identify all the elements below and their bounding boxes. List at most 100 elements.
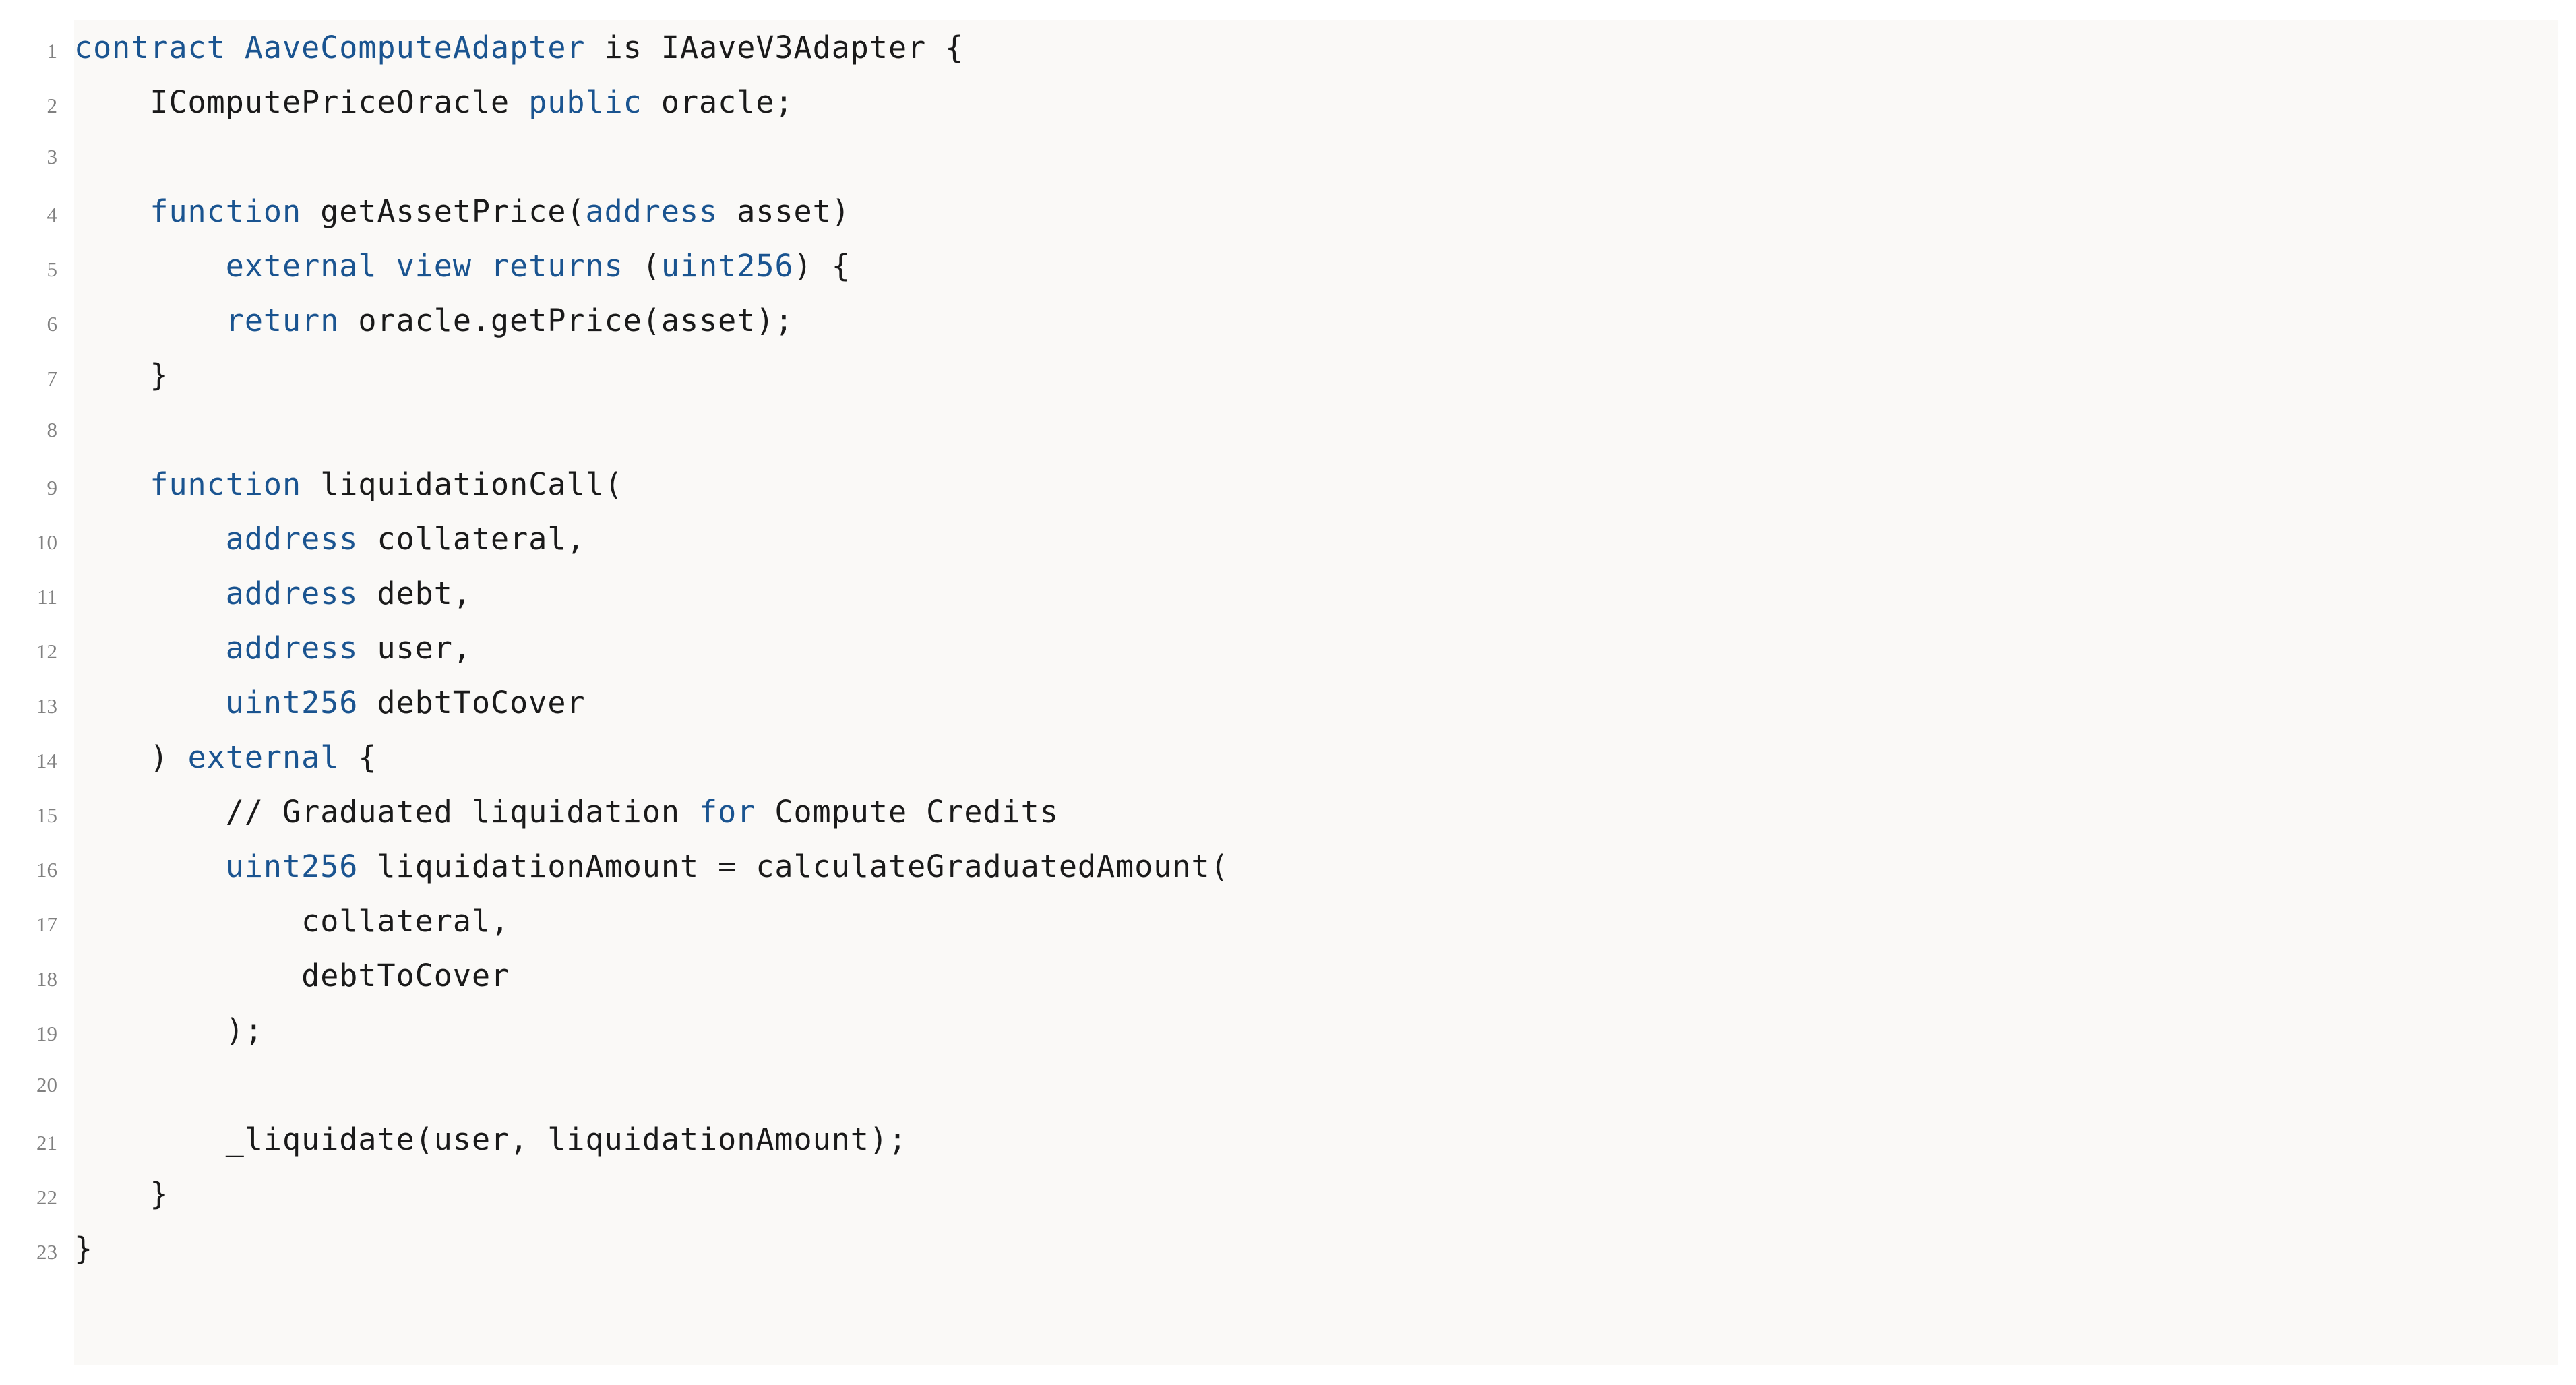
code-text: ); xyxy=(57,1003,2576,1057)
code-keyword: address xyxy=(585,193,718,229)
code-plain xyxy=(226,30,245,65)
code-plain: debt, xyxy=(358,576,472,611)
line-number: 20 xyxy=(36,1073,57,1097)
code-keyword: for xyxy=(699,794,756,830)
code-text: } xyxy=(57,1221,2576,1276)
code-line: 3 xyxy=(0,129,2576,184)
code-keyword: uint256 xyxy=(661,248,794,284)
code-line: 22 } xyxy=(0,1167,2576,1221)
line-number: 23 xyxy=(36,1240,57,1264)
code-line: 19 ); xyxy=(0,1003,2576,1057)
code-panel-background xyxy=(74,20,2558,1365)
code-plain xyxy=(74,521,226,557)
code-plain: collateral, xyxy=(358,521,586,557)
code-line: 23} xyxy=(0,1221,2576,1276)
code-plain: liquidationAmount = calculateGraduatedAm… xyxy=(358,849,1229,884)
code-keyword: address xyxy=(225,576,359,611)
code-keyword: uint256 xyxy=(225,685,359,720)
code-text: ) external { xyxy=(57,730,2576,784)
line-number: 12 xyxy=(36,640,57,663)
code-line: 20 xyxy=(0,1057,2576,1112)
code-plain: liquidationCall( xyxy=(301,466,623,502)
code-plain: is IAaveV3Adapter { xyxy=(585,30,964,65)
line-number: 2 xyxy=(47,94,58,117)
code-keyword: address xyxy=(225,521,359,557)
code-text: contract AaveComputeAdapter is IAaveV3Ad… xyxy=(57,20,2576,75)
line-number: 6 xyxy=(47,312,58,336)
code-keyword: function xyxy=(150,193,302,229)
code-line: 17 collateral, xyxy=(0,894,2576,948)
code-line: 21 _liquidate(user, liquidationAmount); xyxy=(0,1112,2576,1167)
line-number: 4 xyxy=(47,203,58,226)
code-text: uint256 debtToCover xyxy=(57,675,2576,730)
code-plain xyxy=(74,630,226,666)
code-plain: collateral, xyxy=(74,903,510,939)
line-number: 19 xyxy=(36,1022,57,1045)
line-number: 11 xyxy=(37,585,57,609)
code-text: } xyxy=(57,348,2576,402)
code-text: IComputePriceOracle public oracle; xyxy=(57,75,2576,129)
code-plain xyxy=(74,576,226,611)
line-number: 5 xyxy=(47,257,58,281)
code-plain xyxy=(74,193,150,229)
code-keyword: return xyxy=(225,303,340,338)
code-text: return oracle.getPrice(asset); xyxy=(57,293,2576,348)
code-line: 15 // Graduated liquidation for Compute … xyxy=(0,784,2576,839)
code-plain xyxy=(74,466,150,502)
code-line: 12 address user, xyxy=(0,621,2576,675)
code-plain xyxy=(74,303,226,338)
code-plain: debtToCover xyxy=(358,685,586,720)
code-text: collateral, xyxy=(57,894,2576,948)
code-text: address debt, xyxy=(57,566,2576,621)
code-line: 6 return oracle.getPrice(asset); xyxy=(0,293,2576,348)
code-text: address collateral, xyxy=(57,512,2576,566)
line-number: 1 xyxy=(47,39,58,63)
code-plain: ) { xyxy=(793,248,851,284)
code-line: 5 external view returns (uint256) { xyxy=(0,239,2576,293)
code-line: 9 function liquidationCall( xyxy=(0,457,2576,512)
code-line: 18 debtToCover xyxy=(0,948,2576,1003)
code-keyword: contract xyxy=(74,30,226,65)
code-text: _liquidate(user, liquidationAmount); xyxy=(57,1112,2576,1167)
code-plain: getAssetPrice( xyxy=(301,193,586,229)
code-keyword: uint256 xyxy=(225,849,359,884)
code-line: 4 function getAssetPrice(address asset) xyxy=(0,184,2576,239)
line-number: 13 xyxy=(36,694,57,718)
line-number: 14 xyxy=(36,749,57,772)
code-line: 11 address debt, xyxy=(0,566,2576,621)
code-plain: Compute Credits xyxy=(756,794,1059,830)
line-number: 15 xyxy=(36,803,57,827)
line-number: 8 xyxy=(47,418,58,441)
code-line: 2 IComputePriceOracle public oracle; xyxy=(0,75,2576,129)
code-keyword: external xyxy=(187,739,340,775)
code-keyword: external view returns xyxy=(225,248,623,284)
code-plain: ( xyxy=(623,248,661,284)
code-line: 7 } xyxy=(0,348,2576,402)
code-text: function liquidationCall( xyxy=(57,457,2576,512)
code-text: } xyxy=(57,1167,2576,1221)
line-number: 16 xyxy=(36,858,57,882)
code-plain: } xyxy=(74,1176,169,1212)
code-plain xyxy=(74,248,226,284)
line-number: 21 xyxy=(36,1131,57,1155)
code-plain: asset) xyxy=(718,193,851,229)
line-number: 3 xyxy=(47,145,58,168)
code-line: 13 uint256 debtToCover xyxy=(0,675,2576,730)
code-text: debtToCover xyxy=(57,948,2576,1003)
code-text: address user, xyxy=(57,621,2576,675)
line-number: 10 xyxy=(36,530,57,554)
code-keyword: address xyxy=(225,630,359,666)
code-plain: } xyxy=(74,357,169,393)
code-plain: IComputePriceOracle xyxy=(74,84,529,120)
code-keyword: AaveComputeAdapter xyxy=(244,30,586,65)
code-plain: ) xyxy=(74,739,188,775)
line-number: 9 xyxy=(47,476,58,499)
code-line: 14 ) external { xyxy=(0,730,2576,784)
code-text: external view returns (uint256) { xyxy=(57,239,2576,293)
line-number: 17 xyxy=(36,913,57,936)
code-plain: { xyxy=(339,739,377,775)
code-line: 8 xyxy=(0,402,2576,457)
